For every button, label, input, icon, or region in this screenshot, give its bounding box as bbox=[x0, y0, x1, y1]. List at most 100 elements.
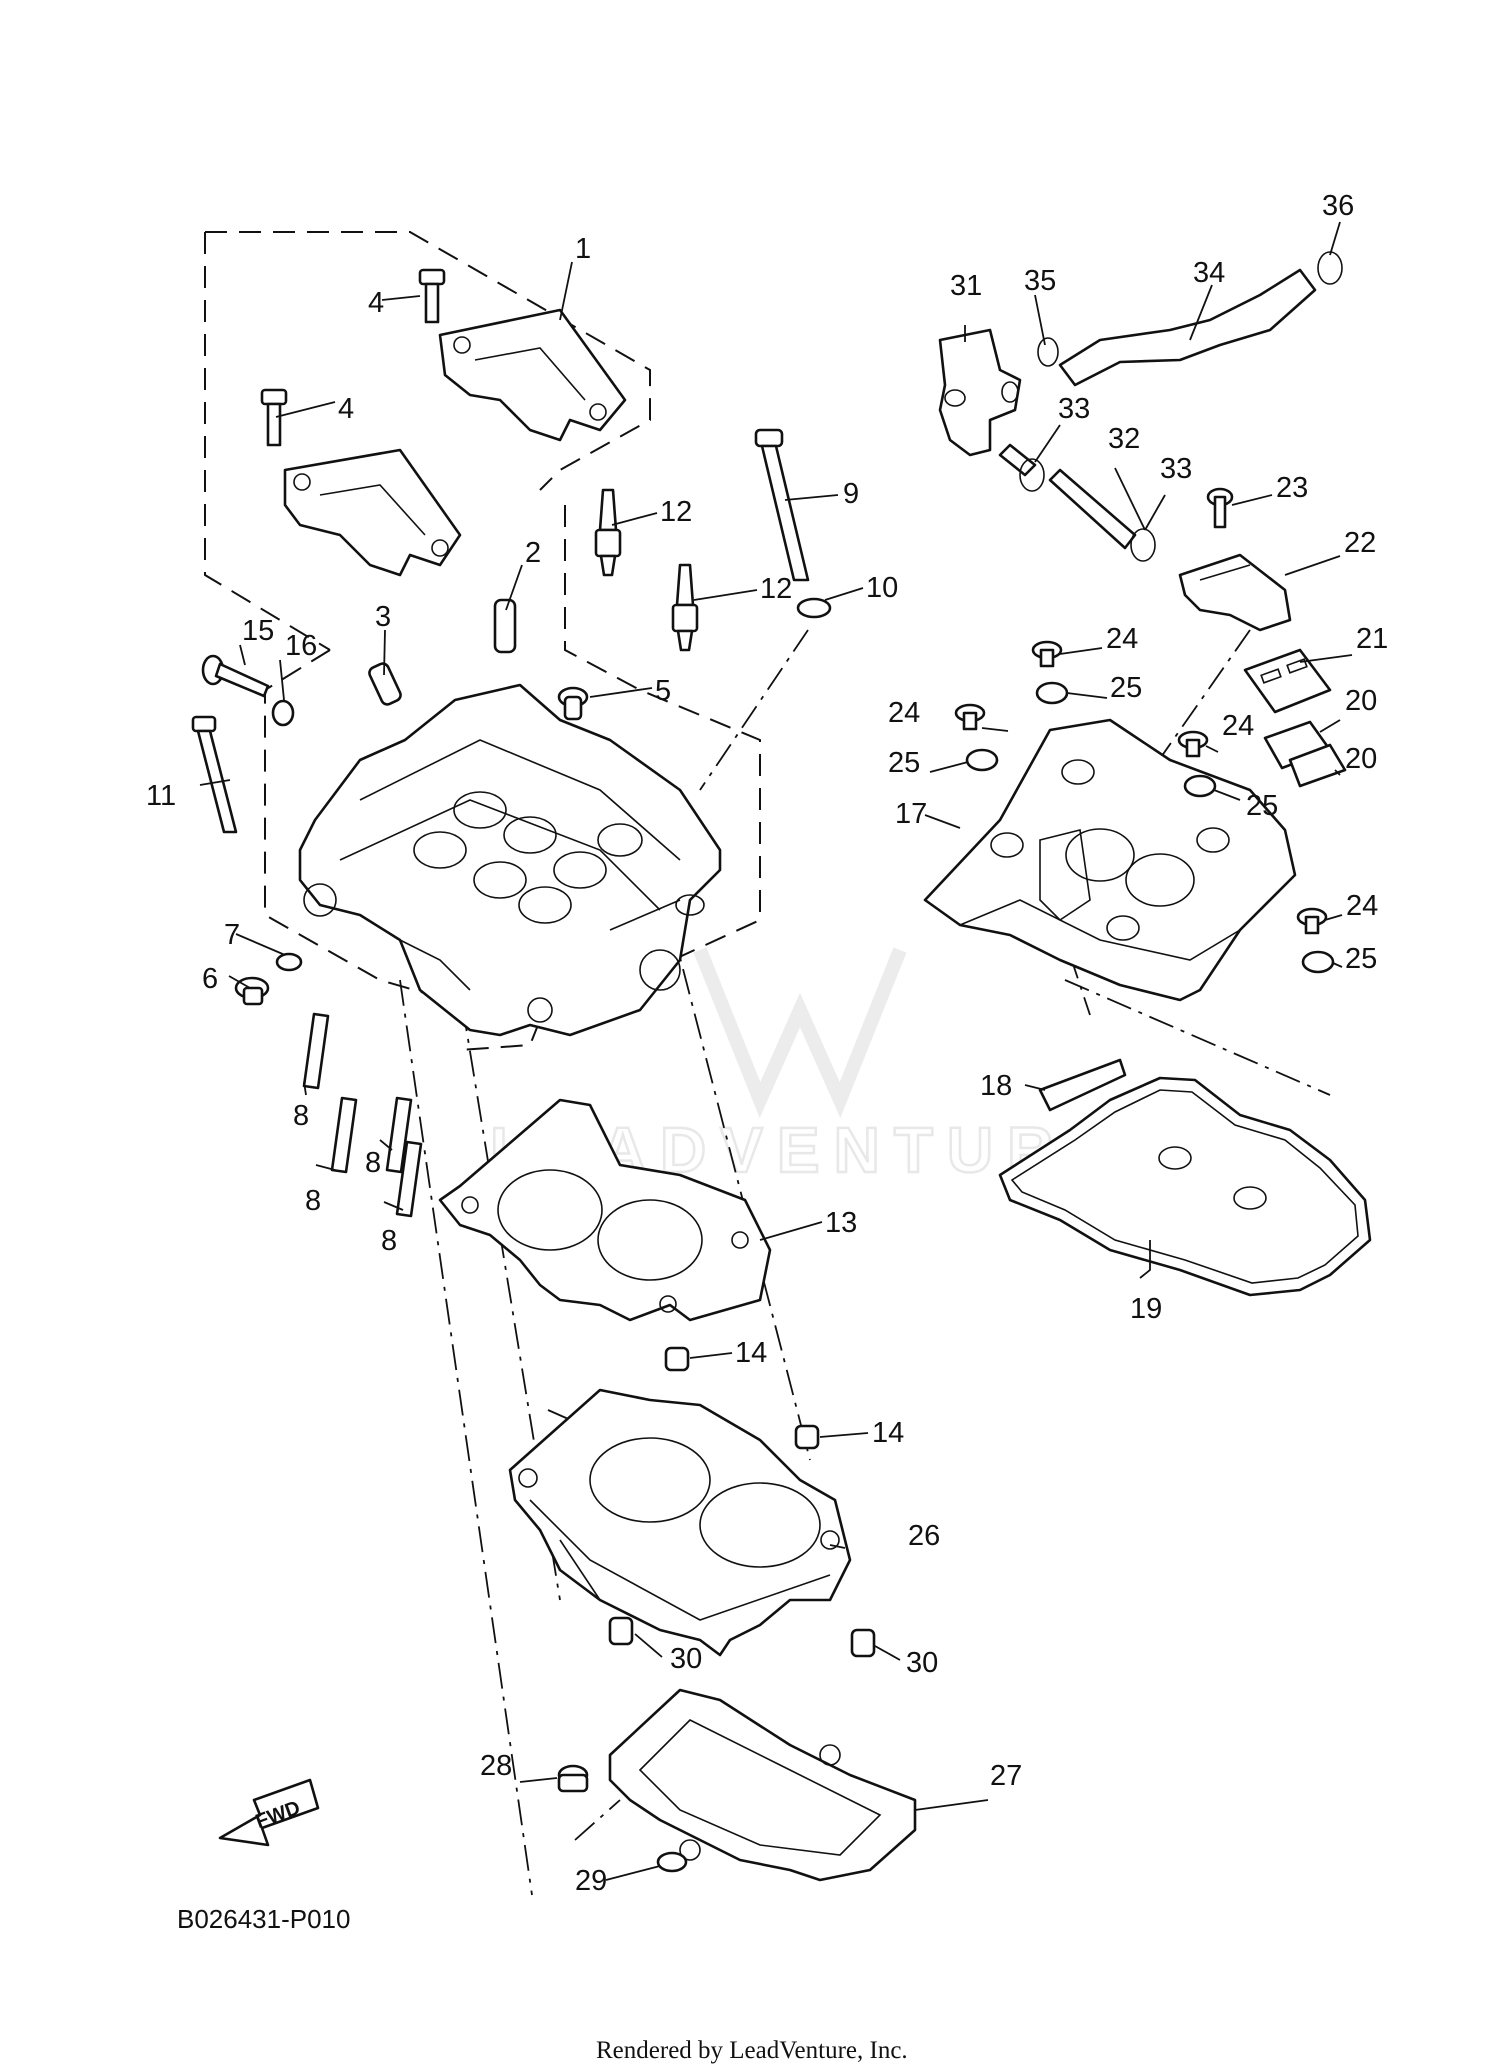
bolt-24c bbox=[1177, 730, 1209, 758]
callout-c19: 19 bbox=[1130, 1293, 1162, 1325]
bolt-24b bbox=[954, 703, 986, 731]
boundary-rocker-caps bbox=[205, 231, 651, 491]
callout-c25d: 25 bbox=[1345, 943, 1377, 975]
callout-c35: 35 bbox=[1024, 265, 1056, 297]
hose-34 bbox=[1058, 268, 1317, 387]
grommet-25d bbox=[1301, 950, 1335, 974]
group-boundaries bbox=[204, 231, 761, 1051]
base-gasket-27 bbox=[608, 1688, 917, 1882]
footer-credit: Rendered by LeadVenture, Inc. bbox=[596, 2037, 908, 2064]
cover-gasket-19 bbox=[998, 1076, 1372, 1297]
cylinder-block-26 bbox=[508, 1388, 852, 1657]
leader-lines bbox=[199, 221, 1353, 1881]
bolt-24a bbox=[1031, 640, 1063, 668]
align-line-1 bbox=[399, 979, 533, 1896]
dowel-28 bbox=[557, 1764, 589, 1793]
callout-c2: 2 bbox=[525, 537, 541, 569]
grommet-25b bbox=[965, 748, 999, 772]
callout-c10: 10 bbox=[866, 572, 898, 604]
callout-c24d: 24 bbox=[1346, 890, 1378, 922]
dowel-14a bbox=[664, 1346, 690, 1372]
hose-32 bbox=[998, 443, 1137, 550]
o-ring-29 bbox=[656, 1851, 688, 1873]
spark-plug-2 bbox=[671, 563, 699, 652]
boundary-head-right bbox=[459, 505, 761, 1051]
callout-c25b: 25 bbox=[888, 747, 920, 779]
callout-c33b: 33 bbox=[1160, 453, 1192, 485]
spark-plug-1 bbox=[594, 488, 622, 577]
callout-c11: 11 bbox=[146, 780, 176, 812]
callout-c21: 21 bbox=[1356, 623, 1388, 655]
callout-c27: 27 bbox=[990, 1760, 1022, 1792]
plug-5 bbox=[557, 686, 589, 721]
seal-18 bbox=[1038, 1058, 1127, 1112]
align-line-5 bbox=[699, 629, 809, 791]
dowel-14b bbox=[794, 1424, 820, 1450]
callout-c7: 7 bbox=[224, 919, 240, 951]
clamp-36 bbox=[1317, 251, 1343, 285]
callout-c24a: 24 bbox=[1106, 623, 1138, 655]
gasket-16 bbox=[271, 699, 295, 727]
air-induction-valve-31 bbox=[938, 328, 1022, 457]
callout-c24b: 24 bbox=[888, 697, 920, 729]
valve-pin-3 bbox=[368, 662, 402, 706]
grommet-25a bbox=[1035, 681, 1069, 705]
dowel-30a bbox=[608, 1616, 634, 1646]
callout-c17: 17 bbox=[895, 798, 927, 830]
callout-c22: 22 bbox=[1344, 527, 1376, 559]
callout-c8a: 8 bbox=[293, 1100, 309, 1132]
cap-bolt-lower bbox=[260, 388, 288, 447]
callout-c6: 6 bbox=[202, 963, 218, 995]
callout-c26: 26 bbox=[908, 1520, 940, 1552]
callout-c31: 31 bbox=[950, 270, 982, 302]
head-bolt-long bbox=[754, 428, 810, 582]
callout-c23: 23 bbox=[1276, 472, 1308, 504]
washer-10 bbox=[796, 597, 832, 619]
clamps-33 bbox=[1019, 458, 1156, 562]
callout-c25c: 25 bbox=[1246, 790, 1278, 822]
callout-c18: 18 bbox=[980, 1070, 1012, 1102]
bolt-23 bbox=[1206, 487, 1234, 529]
dowel-30b bbox=[850, 1628, 876, 1658]
camshaft-cap-upper bbox=[438, 308, 627, 442]
callout-c30b: 30 bbox=[906, 1647, 938, 1679]
cover-bolts-24 bbox=[954, 640, 1328, 935]
callout-c16: 16 bbox=[285, 630, 317, 662]
callout-c30a: 30 bbox=[670, 1643, 702, 1675]
callout-c4b: 4 bbox=[338, 393, 354, 425]
cap-bolt-upper bbox=[418, 268, 446, 324]
grommets-25 bbox=[965, 681, 1335, 974]
camshaft-cap-lower bbox=[283, 448, 462, 577]
callout-c12b: 12 bbox=[760, 573, 792, 605]
callout-c14a: 14 bbox=[735, 1337, 767, 1369]
callout-c25a: 25 bbox=[1110, 672, 1142, 704]
callout-c20b: 20 bbox=[1345, 743, 1377, 775]
callout-c1: 1 bbox=[575, 233, 591, 265]
callout-c14b: 14 bbox=[872, 1417, 904, 1449]
studs-8 bbox=[302, 1012, 423, 1218]
callout-c12a: 12 bbox=[660, 496, 692, 528]
union-bolt-15 bbox=[201, 654, 270, 698]
callout-c8c: 8 bbox=[365, 1147, 381, 1179]
align-line-3 bbox=[659, 879, 811, 1461]
boundary-head-left bbox=[264, 649, 501, 1016]
align-line-9 bbox=[574, 1799, 621, 1841]
callout-c20a: 20 bbox=[1345, 685, 1377, 717]
head-bolt-11 bbox=[191, 715, 238, 834]
clamp-35 bbox=[1037, 337, 1059, 367]
callout-c34: 34 bbox=[1193, 257, 1225, 289]
bolt-24d bbox=[1296, 907, 1328, 935]
head-gasket-13 bbox=[438, 1098, 772, 1322]
callout-c13: 13 bbox=[825, 1207, 857, 1239]
boundary-left bbox=[204, 232, 331, 651]
callout-c36: 36 bbox=[1322, 190, 1354, 222]
gasket-7 bbox=[275, 952, 303, 972]
fwd-arrow-icon: FWD bbox=[218, 1778, 320, 1847]
callout-c24c: 24 bbox=[1222, 710, 1254, 742]
callout-c5: 5 bbox=[655, 675, 671, 707]
callout-c15: 15 bbox=[242, 615, 274, 647]
diagram-code: B026431-P010 bbox=[177, 1904, 350, 1934]
callout-c8b: 8 bbox=[305, 1185, 321, 1217]
callout-c3: 3 bbox=[375, 601, 391, 633]
